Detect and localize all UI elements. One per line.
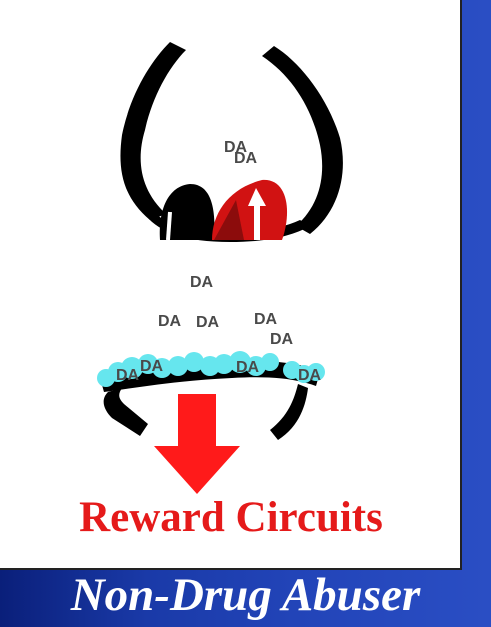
vesicle-white-mark <box>168 212 170 240</box>
slide-caption: Non-Drug Abuser <box>0 570 491 622</box>
da-molecule: DA <box>190 275 213 291</box>
da-molecule: DA <box>140 359 163 375</box>
diagram-panel: DA DA DA DA DA DA DA DA DA DA DA Reward … <box>0 0 462 570</box>
receptor <box>261 353 279 371</box>
da-molecule: DA <box>254 312 277 328</box>
da-molecule: DA <box>234 151 257 167</box>
da-molecule: DA <box>298 368 321 384</box>
da-molecule: DA <box>270 332 293 348</box>
da-molecule: DA <box>116 368 139 384</box>
da-molecule: DA <box>158 314 181 330</box>
postsynaptic-left-wall <box>104 388 148 436</box>
synapse-illustration <box>0 0 462 570</box>
da-molecule: DA <box>236 360 259 376</box>
reward-circuits-label: Reward Circuits <box>0 496 462 539</box>
da-molecule: DA <box>196 315 219 331</box>
postsynaptic-right-wall <box>270 384 308 440</box>
signal-arrow <box>154 394 240 494</box>
